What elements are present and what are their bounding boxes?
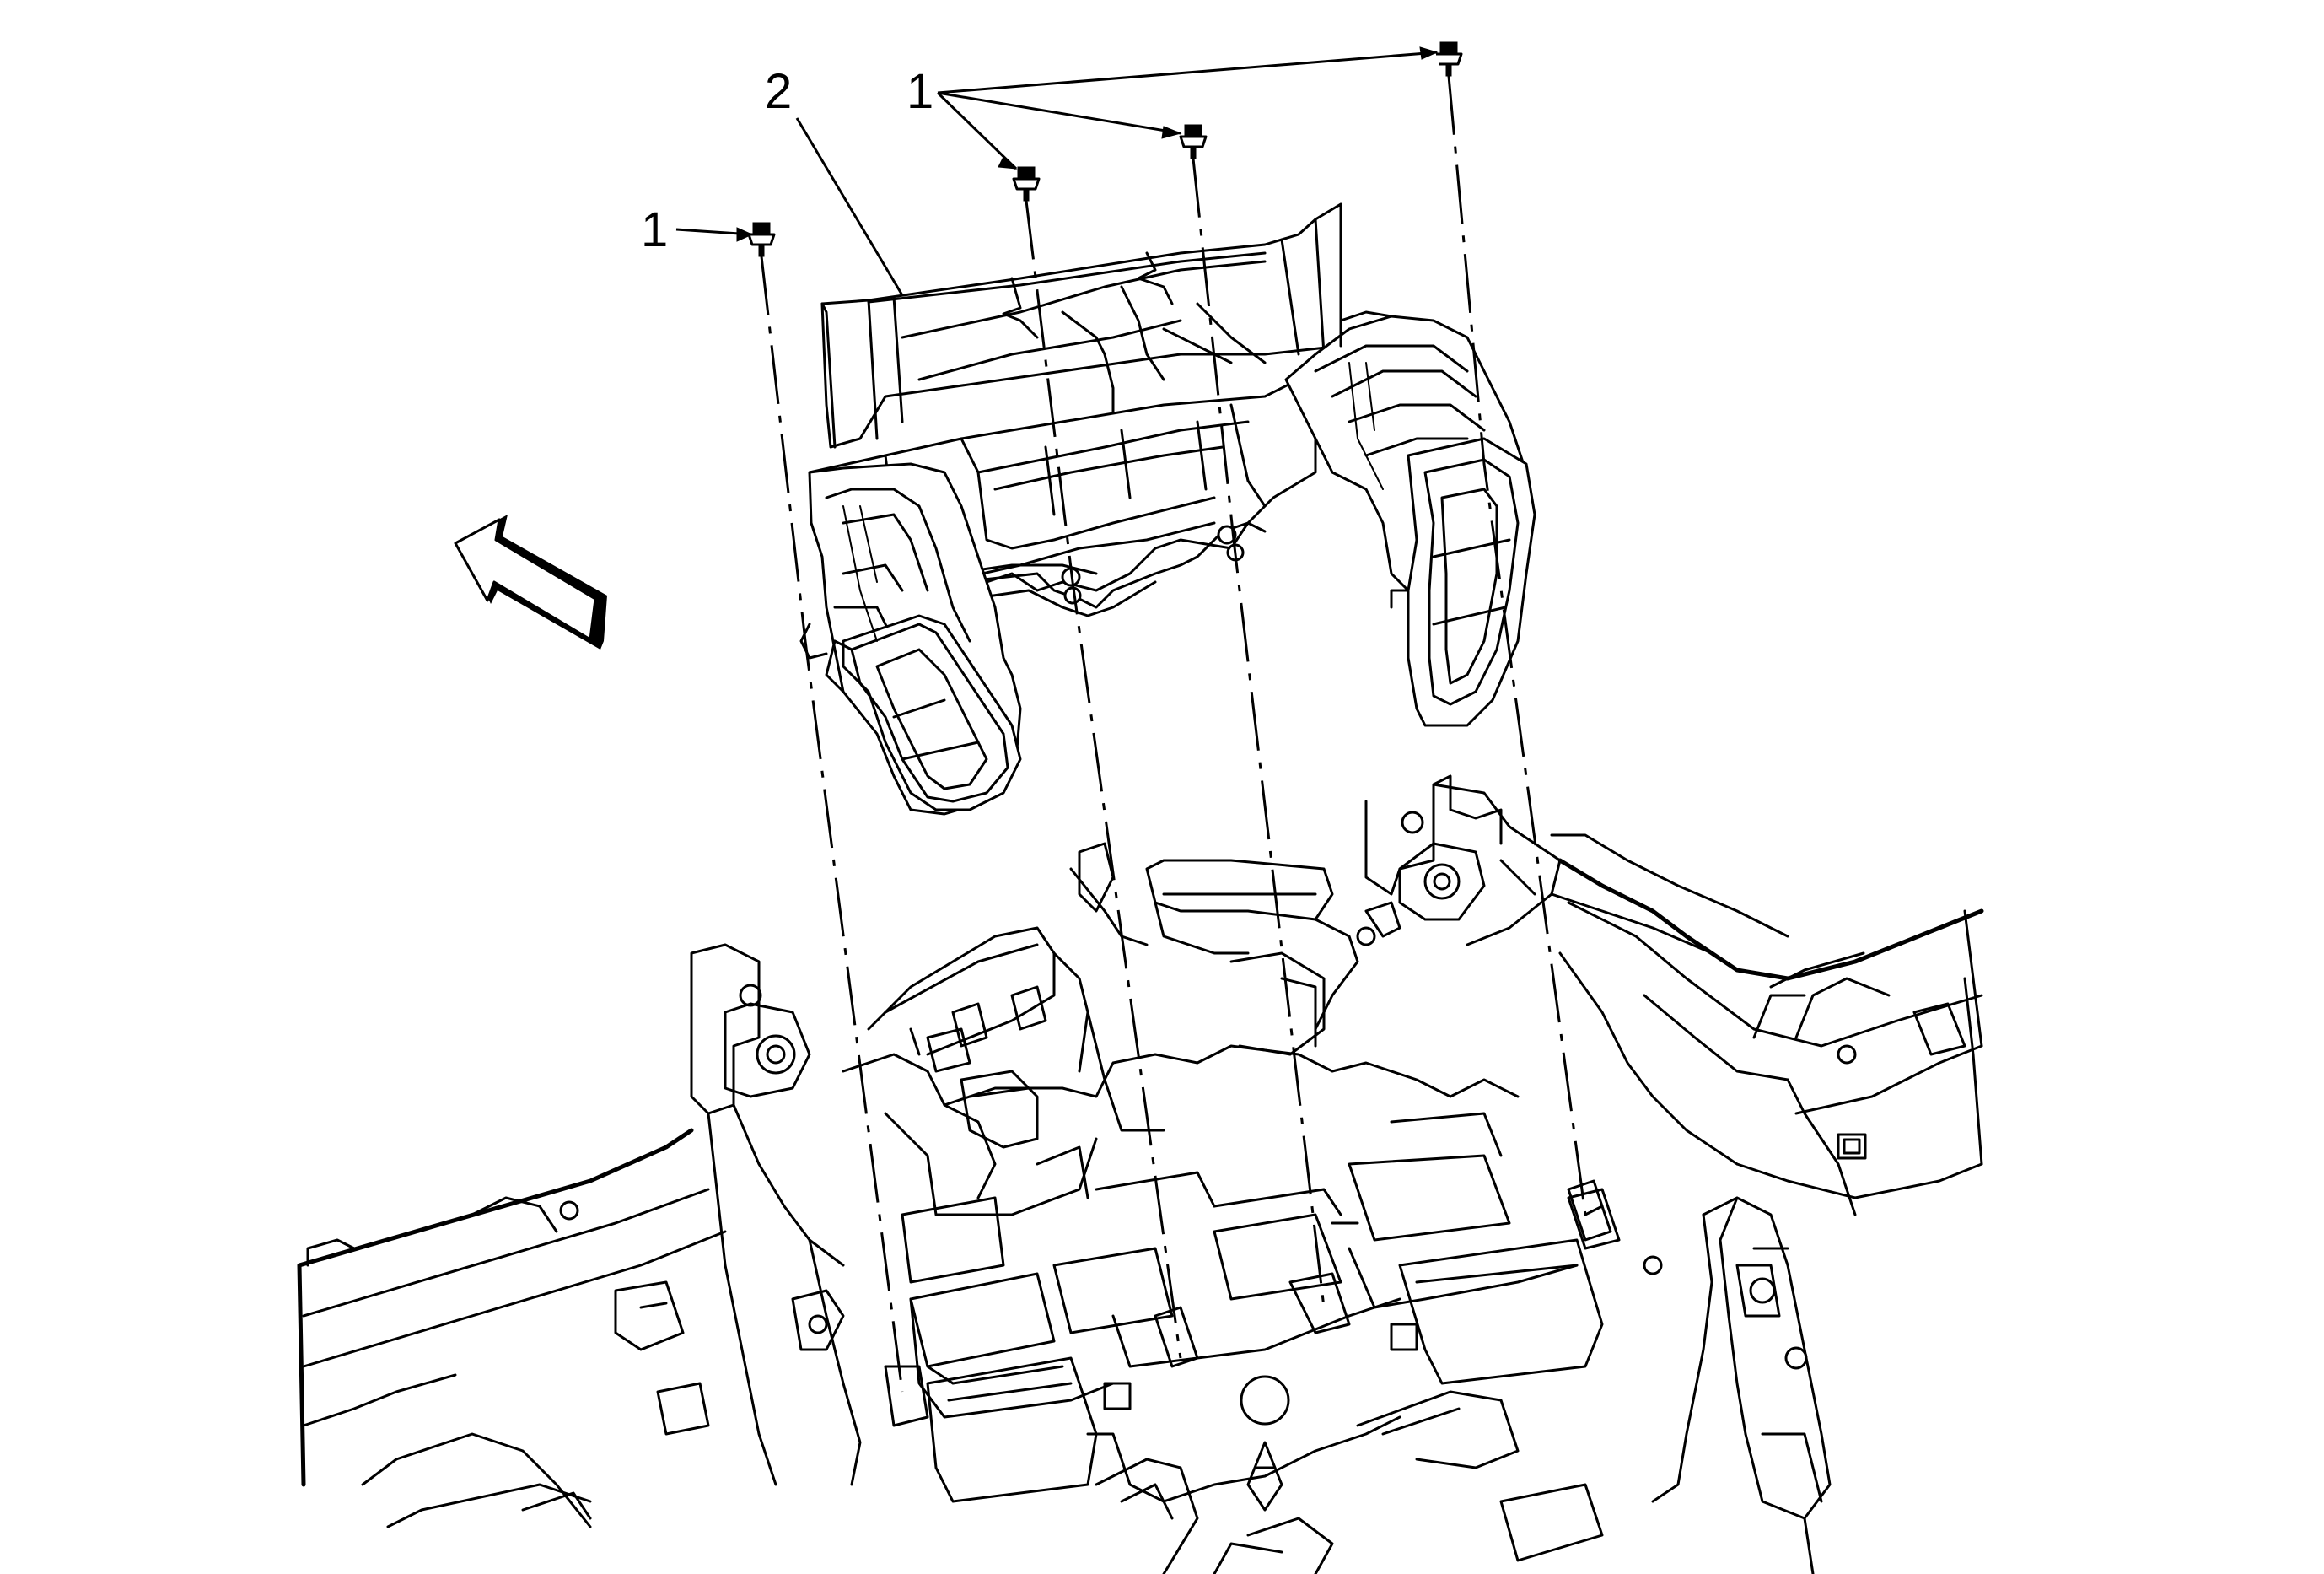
- instrument-panel-carrier: [297, 774, 1984, 1574]
- install-line-center-left: [1025, 200, 1182, 1359]
- fasteners: [747, 41, 1587, 1393]
- install-line-right: [1447, 75, 1587, 1216]
- callout-labels: 1 2 1: [641, 46, 1439, 296]
- callout-1-left: 1: [641, 202, 668, 257]
- fastener-bolt-center-left: [1012, 166, 1041, 202]
- fastener-bolt-right: [1436, 41, 1463, 77]
- vehicle-forward-arrow: [454, 515, 607, 650]
- callout-1-top: 1: [906, 64, 933, 119]
- fastener-bolt-center-right: [1179, 124, 1208, 159]
- fastener-bolt-left: [747, 222, 776, 257]
- install-line-center-right: [1192, 158, 1326, 1308]
- hvac-duct-assembly: [799, 202, 1536, 816]
- callout-2-duct: 2: [765, 64, 792, 119]
- install-line-left: [760, 256, 904, 1393]
